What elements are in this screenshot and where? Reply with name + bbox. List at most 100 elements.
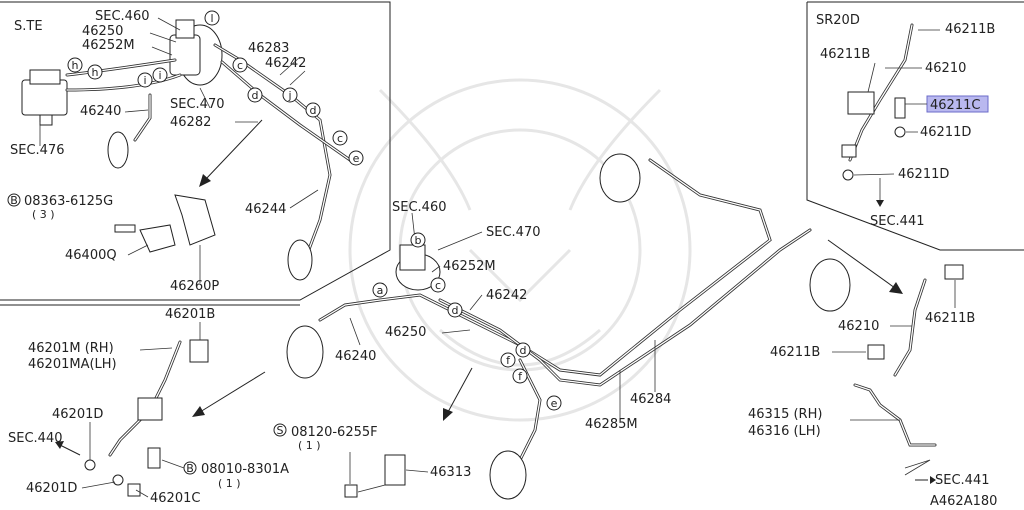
ste-callout-d1: d	[252, 89, 259, 102]
lh-clip	[189, 339, 209, 363]
main-callout-f1: f	[506, 354, 511, 367]
lh-label-46201ma: 46201MA(LH)	[28, 357, 117, 372]
ste-callouts: l h h i i c d j d c e	[67, 10, 364, 166]
rr-label-46211b: 46211B	[925, 311, 975, 326]
ste-label-46252m: 46252M	[82, 38, 135, 53]
main-callout-b: b	[415, 234, 422, 247]
panel-borders	[0, 1, 1024, 306]
ste-bolt-marker	[7, 193, 21, 207]
sr20d-label-46211d-2: 46211D	[898, 167, 949, 182]
ste-left-wheel-disc	[107, 131, 129, 169]
main-callout-d2: d	[520, 344, 527, 357]
main-screw-qty: ( 1 )	[298, 439, 321, 452]
main-rear-right-disc	[809, 258, 851, 312]
lh-label-46201d-2: 46201D	[26, 481, 77, 496]
main-label-46250: 46250	[385, 325, 426, 340]
sr20d-label-46210: 46210	[925, 61, 966, 76]
ste-part-46400q: 46400Q	[65, 248, 117, 263]
main-label-46240: 46240	[335, 349, 376, 364]
main-rear-left-disc	[599, 153, 641, 203]
main-callout-a: a	[377, 284, 384, 297]
rr-label-46211b-2: 46211B	[770, 345, 820, 360]
sensor-bracket	[114, 194, 216, 253]
sr20d-bolt	[894, 97, 906, 119]
lh-bolt-qty: ( 1 )	[218, 477, 241, 490]
sr20d-label-46211b: 46211B	[820, 47, 870, 62]
main-screw-number: 08120-6255F	[291, 425, 378, 440]
main-callouts: b a c d d f f e	[372, 232, 562, 411]
rr-clip-top	[944, 264, 964, 280]
main-bracket-label: 46313	[430, 465, 471, 480]
sr20d-washer	[894, 126, 906, 138]
main-callout-f2: f	[518, 370, 523, 383]
lh-label-46201m: 46201M (RH)	[28, 341, 114, 356]
ste-callout-c2: c	[337, 132, 343, 145]
main-label-sec460: SEC.460	[392, 200, 447, 215]
lh-label-46201d: 46201D	[52, 407, 103, 422]
rr-label-sec441: SEC.441	[935, 473, 990, 488]
main-front-right-disc	[489, 450, 527, 500]
main-screw	[344, 484, 358, 498]
ste-callout-l: l	[210, 12, 213, 25]
lh-bolt-prefix: B	[186, 462, 194, 475]
ste-label-46250: 46250	[82, 24, 123, 39]
lh-label-sec440: SEC.440	[8, 431, 63, 446]
sr20d-label-sec441: SEC.441	[870, 214, 925, 229]
ste-arrow	[199, 119, 263, 187]
ste-callout-d2: d	[310, 104, 317, 117]
ste-callout-c1: c	[237, 59, 243, 72]
ste-label-sec476: SEC.476	[10, 143, 65, 158]
ste-callout-h2: h	[92, 66, 99, 79]
rr-label-46316: 46316 (LH)	[748, 424, 821, 439]
ste-label-sec460: SEC.460	[95, 9, 150, 24]
main-screw-marker	[273, 423, 287, 437]
ste-callout-e: e	[353, 152, 360, 165]
lh-sec440-arrow	[59, 444, 81, 456]
sr20d-bracket	[847, 91, 875, 115]
rr-label-46315: 46315 (RH)	[748, 407, 822, 422]
main-label-46242: 46242	[486, 288, 527, 303]
main-label-46285m: 46285M	[585, 417, 638, 432]
ste-title: S.TE	[14, 19, 43, 34]
ste-label-46242: 46242	[265, 56, 306, 71]
ste-bolt-number: 08363-6125G	[24, 194, 113, 209]
main-front-left-disc	[286, 325, 324, 379]
lh-bolt	[147, 447, 161, 469]
ste-callout-i1: i	[143, 74, 146, 87]
lh-label-46201c: 46201C	[150, 491, 200, 506]
sr20d-title: SR20D	[816, 13, 860, 28]
main-arrow	[443, 367, 473, 421]
ste-callout-h1: h	[72, 59, 79, 72]
sr20d-washer-2	[842, 169, 854, 181]
ste-callout-i2: i	[158, 69, 161, 82]
diagram-code: A462A180	[930, 494, 997, 509]
main-bracket-46313	[384, 454, 406, 486]
sr20d-grommet	[841, 144, 857, 158]
sr20d-highlight-part[interactable]: 46211C	[930, 98, 980, 113]
main-screw-prefix: S	[277, 424, 284, 437]
left-hose-panel: 46201B 46201M (RH) 46201MA(LH) 46201D SE…	[8, 307, 289, 506]
master-cylinder	[169, 19, 223, 86]
ste-label-46282: 46282	[170, 115, 211, 130]
rr-clip-side	[867, 344, 885, 360]
main-callout-d1: d	[452, 304, 459, 317]
main-label-46284: 46284	[630, 392, 671, 407]
rear-right-panel: 46210 46211B 46211B 46315 (RH) 46316 (LH…	[748, 239, 990, 488]
ste-bolt-prefix: B	[10, 194, 18, 207]
main-label-46252m: 46252M	[443, 259, 496, 274]
ste-label-46244: 46244	[245, 202, 286, 217]
lh-bolt-number: 08010-8301A	[201, 462, 289, 477]
ste-right-wheel-disc	[287, 239, 313, 281]
rr-arrow	[827, 239, 903, 294]
lh-washer	[84, 459, 96, 471]
main-callout-e: e	[551, 397, 558, 410]
lh-washer-2	[112, 474, 124, 486]
ste-part-46260p: 46260P	[170, 279, 219, 294]
main-callout-c: c	[435, 279, 441, 292]
ste-bolt-qty: ( 3 )	[32, 208, 55, 221]
main-assembly: SEC.460 SEC.470 46252M 46242 46240 46250…	[273, 153, 851, 500]
lh-label-46201b: 46201B	[165, 307, 215, 322]
lh-bracket	[137, 397, 163, 421]
ste-callout-j: j	[287, 89, 291, 102]
